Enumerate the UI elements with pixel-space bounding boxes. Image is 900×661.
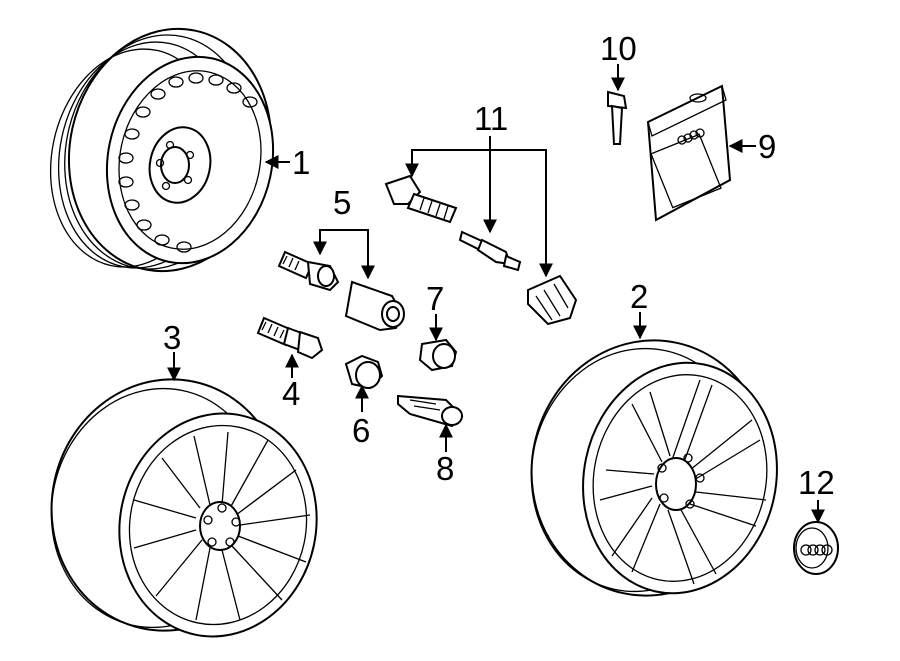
- decal-package: [646, 84, 732, 222]
- callout-5: 5: [333, 184, 351, 221]
- center-cap: [793, 521, 839, 575]
- callout-10: 10: [600, 30, 637, 67]
- callout-6: 6: [352, 412, 370, 449]
- wheel-2-spokes: [599, 379, 767, 585]
- alloy-wheel-ten-spoke: [50, 378, 318, 638]
- steel-spare-wheel: [49, 27, 275, 273]
- callout-4: 4: [282, 375, 300, 412]
- valve-tool: [397, 394, 464, 428]
- audi-rings-logo: [677, 128, 705, 145]
- tpms-sensor-set: [384, 174, 578, 326]
- wheel-3-spokes: [133, 431, 311, 621]
- callout-11: 11: [474, 100, 508, 137]
- locking-bolt-set: [277, 250, 405, 332]
- callout-8: 8: [436, 450, 454, 487]
- audi-rings-logo: [800, 544, 833, 556]
- callout-1: 1: [292, 144, 310, 181]
- vent-holes: [118, 72, 258, 253]
- callout-numbers: 1 2 3 4 5 6 7 8 9 10 11 12: [163, 30, 835, 501]
- lock-nut: [418, 338, 458, 372]
- callout-3: 3: [163, 319, 181, 356]
- callout-7: 7: [426, 280, 444, 317]
- callout-2: 2: [630, 278, 648, 315]
- leader-lines: [167, 64, 825, 524]
- callout-9: 9: [758, 128, 776, 165]
- callout-12: 12: [798, 464, 835, 501]
- wheel-nut: [344, 354, 384, 390]
- alloy-wheel-twin-spoke: [530, 339, 778, 597]
- lug-bolt: [256, 316, 324, 360]
- valve-stem: [607, 90, 628, 145]
